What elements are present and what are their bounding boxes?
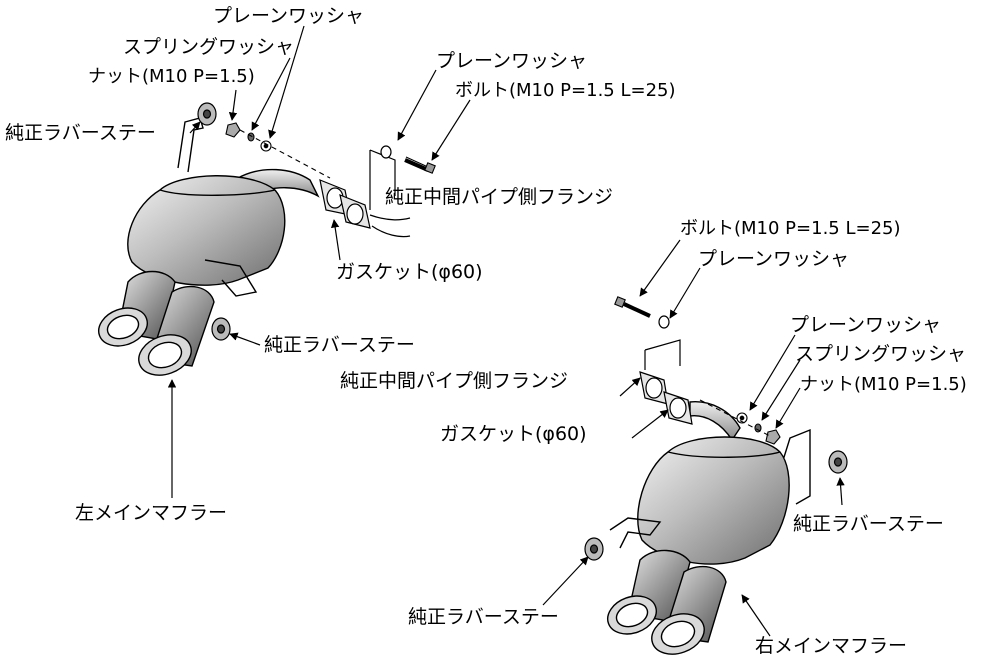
label-left-bolt: ボルト(M10 P=1.5 L=25)	[455, 80, 676, 101]
left-gasket	[319, 179, 371, 229]
label-left-spring-washer: スプリングワッシャ	[123, 36, 295, 58]
label-right-plain-washer: プレーンワッシャ	[790, 314, 942, 336]
label-left-gasket: ガスケット(φ60)	[336, 261, 483, 283]
left-flange	[369, 145, 411, 238]
label-right-main-muffler: 右メインマフラー	[755, 635, 908, 657]
right-rubber-stay-bottom	[584, 537, 604, 561]
right-bolt	[614, 296, 651, 318]
left-rubber-stay-mid	[211, 317, 231, 341]
left-nut-washers	[225, 122, 331, 179]
right-main-muffler	[607, 401, 811, 655]
label-left-plain-washer: プレーンワッシャ	[213, 5, 365, 27]
label-right-rubber-stay-right: 純正ラバーステー	[793, 513, 944, 535]
label-right-plain-washer-bolt: プレーンワッシャ	[698, 248, 850, 270]
left-rubber-stay-top	[197, 102, 217, 126]
label-left-rubber-stay-top: 純正ラバーステー	[5, 122, 156, 144]
label-left-nut: ナット(M10 P=1.5)	[88, 66, 255, 87]
right-gasket	[639, 371, 693, 425]
label-left-rubber-stay-mid: 純正ラバーステー	[264, 334, 415, 356]
right-rubber-stay-right	[828, 450, 848, 474]
left-main-muffler	[98, 117, 320, 376]
right-flange	[644, 315, 681, 370]
label-right-spring-washer: スプリングワッシャ	[795, 343, 967, 365]
label-left-plain-washer-2: プレーンワッシャ	[436, 50, 588, 72]
leader-lines	[167, 25, 845, 637]
right-nut-washers	[699, 399, 781, 445]
label-right-rubber-stay-bottom: 純正ラバーステー	[408, 606, 559, 628]
label-left-flange: 純正中間パイプ側フランジ	[385, 186, 614, 208]
label-right-nut: ナット(M10 P=1.5)	[800, 374, 967, 395]
label-left-main-muffler: 左メインマフラー	[75, 502, 228, 524]
left-bolt	[404, 156, 436, 174]
label-right-gasket: ガスケット(φ60)	[440, 423, 587, 445]
label-right-flange: 純正中間パイプ側フランジ	[340, 370, 569, 392]
label-right-bolt: ボルト(M10 P=1.5 L=25)	[680, 218, 901, 239]
